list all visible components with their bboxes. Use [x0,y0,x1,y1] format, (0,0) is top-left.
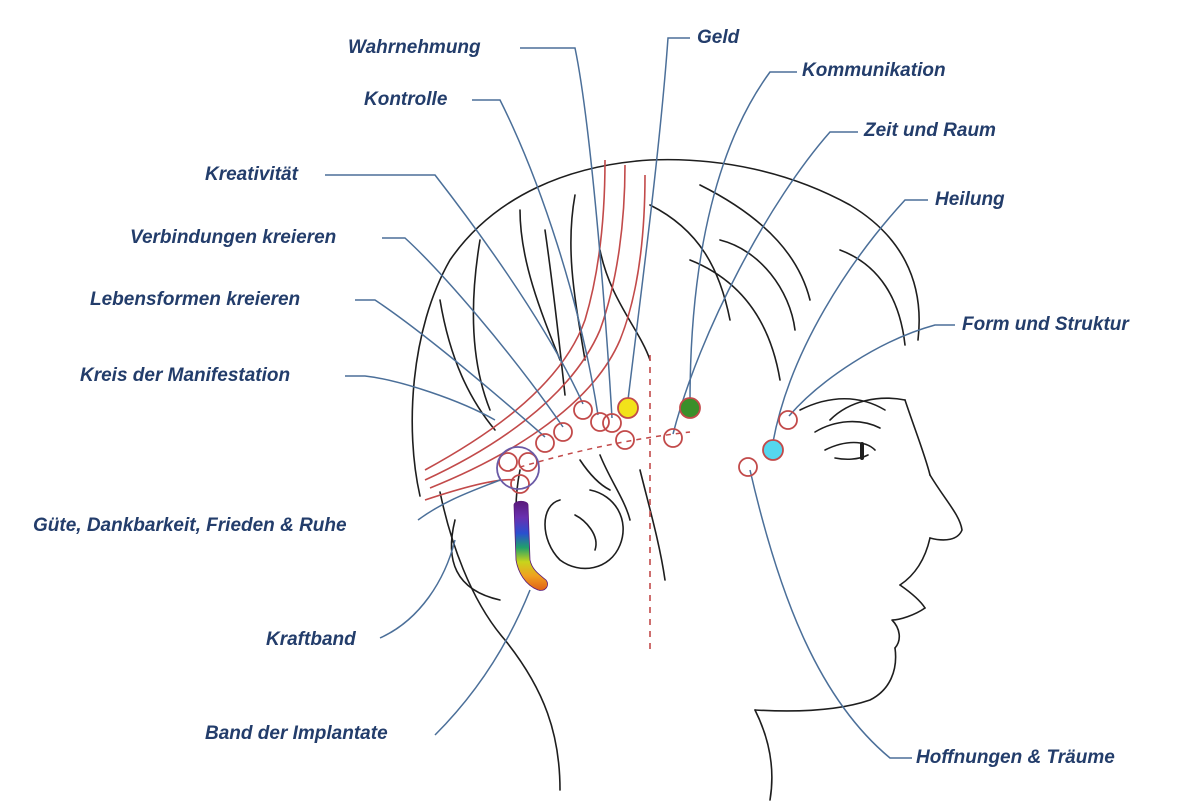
marker-lebensformen [535,433,555,453]
eyebrow [814,420,881,433]
label-lebensformen-kreieren: Lebensformen kreieren [90,289,301,310]
hair-lower-back [450,519,501,601]
hair-strand [519,209,561,361]
marker-guete-a [498,452,518,472]
hair-strand [599,249,651,361]
label-kreis-der-manifestation: Kreis der Manifestation [80,365,291,386]
leader-hoffnungen [749,469,912,759]
hair-fringe [799,397,886,411]
head-profile-icon [411,158,963,801]
marker-wahrnehmung [602,413,622,433]
leader-geld [627,37,690,401]
label-zeit-und-raum: Zeit und Raum [864,120,996,141]
upper-lip [899,584,926,609]
ear-inner [574,514,597,551]
leader-kraftband [379,539,456,639]
hair-strand [439,299,496,431]
marker-verbindungen [553,422,573,442]
jaw-neck [754,709,773,801]
leader-heilung [772,199,928,443]
leader-implantate [434,589,531,736]
marker-circles [498,400,798,494]
leader-guete [417,479,501,521]
hair-side [639,469,666,581]
marker-geld-lower [615,430,635,450]
label-form-und-struktur: Form und Struktur [962,314,1129,335]
eye-outline [824,441,876,451]
hair-side [599,454,631,521]
label-guete-dankbarkeit: Güte, Dankbarkeit, Frieden & Ruhe [33,515,347,536]
marker-hoffnungen [738,457,758,477]
skull-outline [411,158,920,497]
marker-kreativitaet [573,400,593,420]
leader-form-und-struktur [788,324,955,417]
lower-lip [891,607,926,649]
hair-strand [719,239,796,331]
hair-strand [699,184,811,301]
leader-kreativitaet [325,174,584,405]
rainbow-band-icon [513,500,548,591]
eye-lower [834,454,869,461]
label-band-der-implantate: Band der Implantate [205,723,388,744]
lip-area [899,537,931,586]
marker-zeit-und-raum [663,428,683,448]
ear-outline [544,489,624,570]
hair-fringe [829,397,906,421]
marker-kontrolle [590,412,610,432]
marker-guete-c [510,474,530,494]
leader-wahrnehmung [520,47,613,419]
label-kraftband: Kraftband [266,629,356,650]
label-geld: Geld [697,27,740,48]
label-kontrolle: Kontrolle [364,89,448,110]
hair-strand [839,249,906,346]
leader-kontrolle [472,99,599,416]
hair-strand [472,239,491,411]
hair-side [579,459,611,491]
chin-outline [754,647,897,712]
label-wahrnehmung: Wahrnehmung [348,37,481,58]
marker-kommunikation [679,397,701,419]
hair-strand [544,229,566,396]
neck-back-outline [439,491,561,791]
leader-lebensformen [355,299,546,438]
forehead-outline [904,399,931,476]
label-heilung: Heilung [935,189,1005,210]
marker-form-und-struktur [778,410,798,430]
hair-strand [570,194,586,361]
marker-heilung [762,439,784,461]
leader-zeit-und-raum [672,131,858,435]
leader-verbindungen [382,237,564,428]
red-band-lines [424,159,646,501]
label-hoffnungen-und-traeume: Hoffnungen & Träume [916,747,1115,768]
hair-strand [649,204,731,321]
leader-kommunikation [689,71,797,403]
hair-strand [689,259,781,381]
label-kommunikation: Kommunikation [802,60,946,81]
leader-lines [325,37,955,759]
marker-guete-b [518,452,538,472]
marker-geld [617,397,639,419]
label-kreativitaet: Kreativität [205,164,298,185]
nose-outline [929,474,963,541]
marker-kreis-der-manifestation [496,446,540,490]
label-verbindungen-kreieren: Verbindungen kreieren [130,227,337,248]
leader-kreis [345,375,496,421]
